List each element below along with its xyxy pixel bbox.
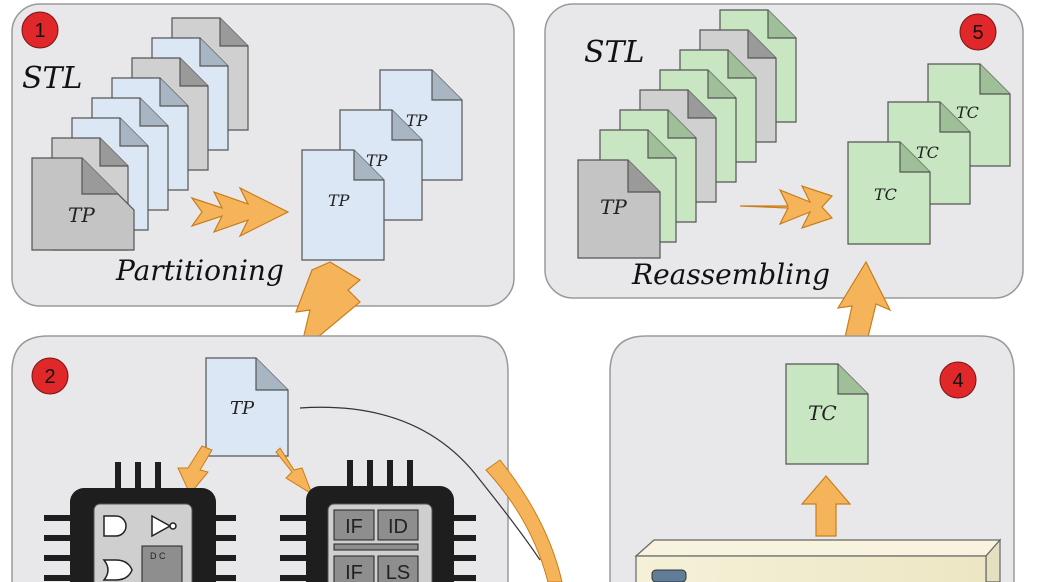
partitioned-documents: TP TP TP <box>301 69 463 261</box>
svg-text:5: 5 <box>972 22 983 44</box>
svg-text:4: 4 <box>952 370 963 392</box>
arrow-to-left-chip <box>177 445 213 495</box>
step-badge-2: 2 <box>31 357 69 395</box>
svg-text:TC: TC <box>874 185 897 204</box>
caption-reassembling: Reassembling <box>631 258 830 291</box>
document-tc: TC <box>785 363 869 465</box>
document-tp: TP <box>205 357 289 457</box>
cell-if-2: IF <box>345 562 363 582</box>
svg-text:TP: TP <box>366 151 388 170</box>
document-tp: TP <box>31 157 135 251</box>
connector-curve <box>299 406 541 561</box>
flow-arrow-2-to-3 <box>485 459 563 582</box>
cell-ls: LS <box>386 562 410 582</box>
svg-text:TP: TP <box>230 398 255 419</box>
arrow-to-right-chip <box>275 447 313 496</box>
output-buffer-box <box>634 538 1002 582</box>
reassemble-arrow <box>739 184 834 230</box>
svg-text:1: 1 <box>34 20 45 42</box>
document-tp: TP <box>577 159 661 259</box>
flop-label: D C <box>150 551 166 561</box>
svg-text:TC: TC <box>808 401 837 425</box>
step-badge-1: 1 <box>21 11 59 49</box>
caption-partitioning: Partitioning <box>115 254 284 287</box>
stl-label: STL <box>22 61 82 96</box>
svg-text:TP: TP <box>328 191 350 210</box>
document-tp: TP <box>301 149 385 261</box>
svg-text:TP: TP <box>68 203 95 227</box>
cell-id: ID <box>388 516 408 538</box>
panel-1-partitioning: 1 STL TP TP <box>11 3 515 307</box>
storage-icon <box>651 569 687 582</box>
document-stack-reassembled: TP <box>577 9 797 259</box>
svg-text:TC: TC <box>956 103 979 122</box>
partition-arrow <box>190 186 290 238</box>
document-tc: TC <box>847 141 931 245</box>
panel-2-execution: 2 TP D C <box>11 335 541 582</box>
svg-text:2: 2 <box>44 366 55 388</box>
test-case-documents: TC TC TC <box>847 63 1011 245</box>
arrow-up-to-tc <box>800 475 852 537</box>
step-badge-5: 5 <box>959 13 997 51</box>
chip-pipeline: IF ID IF LS <box>280 460 476 582</box>
svg-text:TP: TP <box>406 111 428 130</box>
svg-text:TP: TP <box>600 195 627 219</box>
chip-logic-gates: D C <box>44 462 236 582</box>
step-badge-4: 4 <box>939 361 977 399</box>
svg-text:TC: TC <box>916 143 939 162</box>
stl-label: STL <box>584 35 644 70</box>
panel-5-reassembling: 5 STL TP TC <box>544 3 1024 299</box>
panel-4-collection: 4 TC <box>609 335 1015 582</box>
document-stack: TP <box>31 17 249 251</box>
cell-if: IF <box>345 516 363 538</box>
